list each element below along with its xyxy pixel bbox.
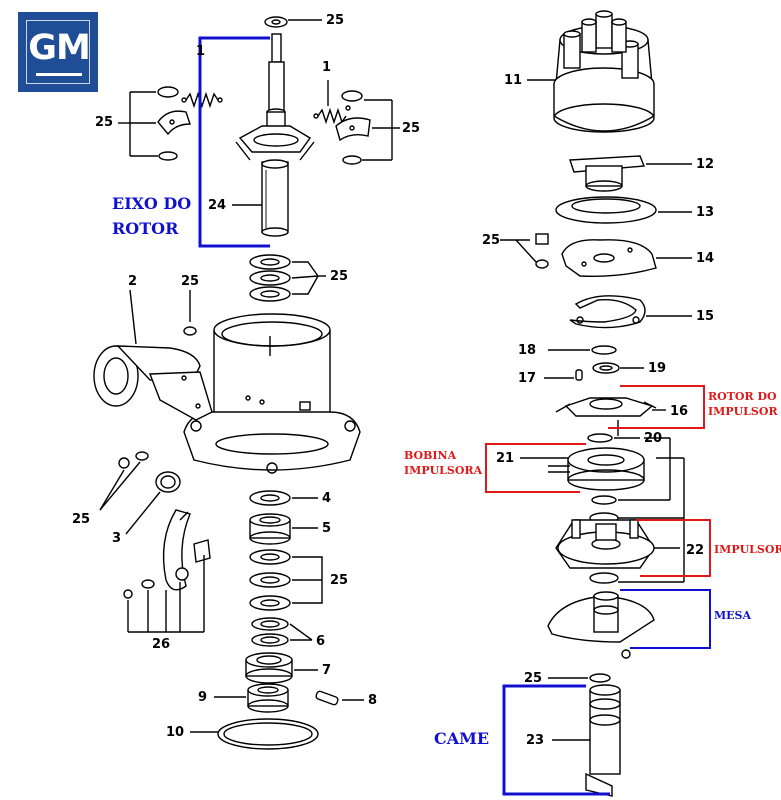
screw-left — [118, 451, 149, 469]
part-label-25-stack: 25 — [330, 573, 349, 588]
plate-14 — [561, 239, 657, 277]
gm-logo-underline — [36, 73, 82, 76]
part-label-19: 19 — [648, 361, 667, 376]
clip-15 — [569, 295, 646, 329]
oring-3 — [155, 471, 181, 493]
pickup-coil-21 — [548, 447, 645, 491]
part-label-10: 10 — [166, 725, 185, 740]
part-label-25-top: 25 — [326, 13, 345, 28]
rotor-shaft — [235, 33, 315, 237]
part-label-21: 21 — [496, 451, 515, 466]
part-label-25-mid: 25 — [181, 274, 200, 289]
cam-23 — [585, 684, 621, 797]
rotor-12 — [569, 155, 646, 192]
washer-top — [264, 16, 288, 28]
washer-stack-middle — [249, 549, 291, 611]
annotation-came: CAME — [434, 729, 490, 748]
distributor-cap — [553, 10, 655, 133]
gm-logo: GM — [18, 12, 98, 92]
spring-left — [181, 91, 223, 109]
weight-right — [335, 90, 371, 165]
part-label-1-right: 1 — [322, 60, 332, 75]
annotation-rotor-impulsor-line2: IMPULSOR — [708, 405, 778, 418]
pin-8 — [315, 690, 339, 706]
part-label-24: 24 — [208, 198, 227, 213]
gm-logo-frame: GM — [26, 20, 91, 84]
annotation-bobina-line2: IMPULSORA — [404, 464, 483, 477]
part-label-20: 20 — [644, 431, 663, 446]
part-label-23: 23 — [526, 733, 545, 748]
part-label-17: 17 — [518, 371, 537, 386]
distributor-housing — [183, 313, 361, 474]
part-label-11: 11 — [504, 73, 523, 88]
part-label-18: 18 — [518, 343, 537, 358]
annotation-eixo-line2: ROTOR — [112, 219, 179, 238]
washer-4 — [249, 490, 291, 506]
clamp-26 — [162, 509, 211, 591]
impulse-rotor-16 — [555, 397, 657, 417]
part-label-16: 16 — [670, 404, 689, 419]
washer-stack-upper — [249, 254, 291, 302]
part-label-25-right-weights: 25 — [402, 121, 421, 136]
mesa-table — [547, 591, 655, 659]
annotation-rotor-impulsor-line1: ROTOR DO — [708, 390, 777, 403]
screw-right — [535, 233, 549, 269]
gm-logo-text: GM — [28, 28, 91, 68]
part-label-4: 4 — [322, 491, 332, 506]
part-label-14: 14 — [696, 251, 715, 266]
spring-right — [313, 105, 351, 125]
part-label-25-screw: 25 — [72, 512, 91, 527]
annotation-bobina-line1: BOBINA — [404, 449, 457, 462]
washer-19 — [592, 362, 620, 374]
part-label-25-left-weights: 25 — [95, 115, 114, 130]
oring-10 — [217, 718, 319, 750]
pickup-coil-assembly — [93, 289, 213, 421]
part-label-15: 15 — [696, 309, 715, 324]
part-label-22: 22 — [686, 543, 705, 558]
part-label-3: 3 — [112, 531, 122, 546]
weight-left — [157, 86, 191, 161]
part-label-8: 8 — [368, 693, 378, 708]
part-label-13: 13 — [696, 205, 715, 220]
screws-26 — [123, 579, 155, 599]
part-label-25-bottom: 25 — [524, 671, 543, 686]
annotation-mesa: MESA — [714, 609, 752, 622]
part-label-1-left: 1 — [196, 44, 206, 59]
annotation-impulsor: IMPULSOR — [714, 543, 781, 556]
part-label-6: 6 — [316, 634, 326, 649]
shield-13 — [555, 196, 657, 224]
part-label-7: 7 — [322, 663, 332, 678]
part-label-25-right-screw: 25 — [482, 233, 501, 248]
bushing-5 — [249, 513, 291, 545]
part-label-9: 9 — [198, 690, 208, 705]
part-label-5: 5 — [322, 521, 332, 536]
part-label-25-washers: 25 — [330, 269, 349, 284]
part-label-2: 2 — [128, 274, 138, 289]
gear-9 — [247, 683, 289, 713]
part-label-26: 26 — [152, 637, 171, 652]
gear-7 — [245, 652, 293, 684]
impulsor-plate-22 — [555, 519, 655, 569]
part-label-12: 12 — [696, 157, 715, 172]
annotation-eixo-line1: EIXO DO — [112, 194, 192, 213]
washers-6 — [251, 617, 289, 647]
